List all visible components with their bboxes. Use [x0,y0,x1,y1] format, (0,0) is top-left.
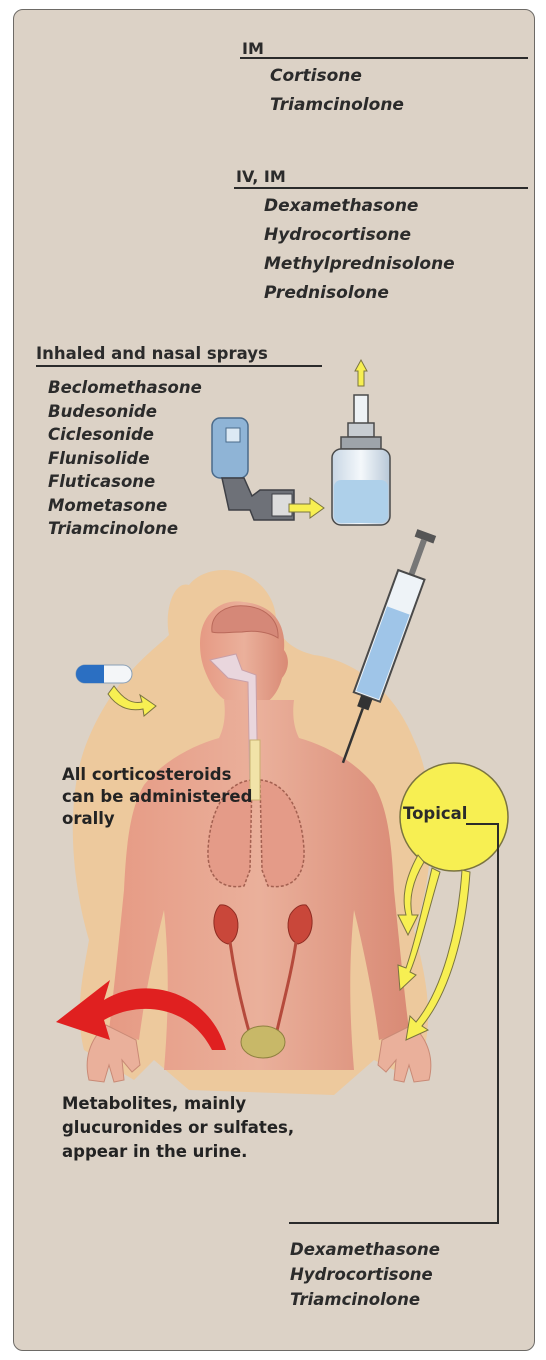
topical-label: Topical [403,804,467,823]
list-item: Hydrocortisone [264,221,455,250]
iv-im-rule [234,187,528,189]
im-rule [240,57,528,59]
list-item: Fluticasone [48,470,202,494]
inhaler-icon [212,418,294,520]
inhaled-heading: Inhaled and nasal sprays [36,344,268,363]
list-item: Dexamethasone [264,192,455,221]
list-item: Mometasone [48,494,202,518]
inhaled-drug-list: Beclomethasone Budesonide Ciclesonide Fl… [48,376,202,541]
list-item: Triamcinolone [48,517,202,541]
list-item: Prednisolone [264,279,455,308]
pill-icon [76,665,132,683]
list-item: Triamcinolone [290,1287,440,1312]
list-item: Triamcinolone [270,91,404,120]
list-item: Hydrocortisone [290,1262,440,1287]
inhaled-rule [36,365,322,367]
iv-im-drug-list: Dexamethasone Hydrocortisone Methylpredn… [264,192,455,308]
list-item: Methylprednisolone [264,250,455,279]
list-item: Budesonide [48,400,202,424]
im-drug-list: Cortisone Triamcinolone [270,62,404,120]
list-item: Dexamethasone [290,1237,440,1262]
topical-drug-list: Dexamethasone Hydrocortisone Triamcinolo… [290,1237,440,1312]
diagram-panel: IM Cortisone Triamcinolone IV, IM Dexame… [13,9,535,1351]
oral-note: All corticosteroids can be administered … [62,764,252,830]
nasal-spray-icon [332,360,390,525]
list-item: Beclomethasone [48,376,202,400]
list-item: Ciclesonide [48,423,202,447]
list-item: Flunisolide [48,447,202,471]
list-item: Cortisone [270,62,404,91]
iv-im-heading: IV, IM [236,167,286,186]
im-heading: IM [242,39,264,58]
excretion-note: Metabolites, mainly glucuronides or sulf… [62,1092,294,1164]
